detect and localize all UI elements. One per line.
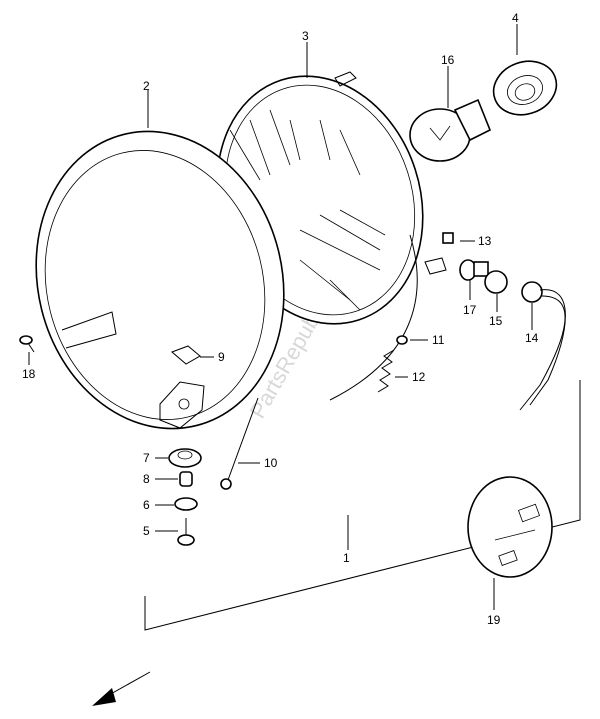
spacer [179, 471, 193, 487]
label-part-13: 13 [478, 234, 492, 248]
emblem-cap [467, 476, 553, 578]
label-part-1: 1 [343, 551, 350, 565]
label-part-16: 16 [441, 53, 455, 67]
clip [442, 232, 454, 244]
label-part-12: 12 [412, 370, 426, 384]
assembly-bracket-1 [144, 380, 581, 631]
label-part-2: 2 [143, 79, 150, 93]
direction-arrow [92, 671, 151, 706]
lamp-socket [519, 281, 566, 411]
label-part-4: 4 [512, 11, 519, 25]
label-part-5: 5 [143, 524, 150, 538]
headlight-bulb [409, 98, 492, 162]
label-part-9: 9 [218, 350, 225, 364]
leader-lines [28, 24, 533, 610]
washer [174, 497, 198, 511]
label-part-10: 10 [264, 456, 278, 470]
label-part-7: 7 [143, 451, 150, 465]
socket-cover [492, 60, 558, 116]
washer-small [396, 335, 408, 345]
label-part-14: 14 [525, 331, 539, 345]
bolt [177, 518, 195, 546]
adjusting-screw [220, 397, 259, 490]
cushion [168, 448, 202, 468]
label-part-6: 6 [143, 498, 150, 512]
grommet [484, 270, 508, 294]
position-bulb [459, 259, 489, 281]
spring [377, 349, 395, 393]
label-part-11: 11 [432, 333, 445, 347]
label-part-3: 3 [302, 29, 309, 43]
label-part-19: 19 [487, 613, 501, 627]
screw [19, 335, 35, 353]
label-part-8: 8 [143, 472, 150, 486]
label-part-15: 15 [489, 314, 503, 328]
label-part-17: 17 [463, 303, 477, 317]
headlight-rim [35, 130, 285, 430]
label-part-18: 18 [22, 367, 36, 381]
